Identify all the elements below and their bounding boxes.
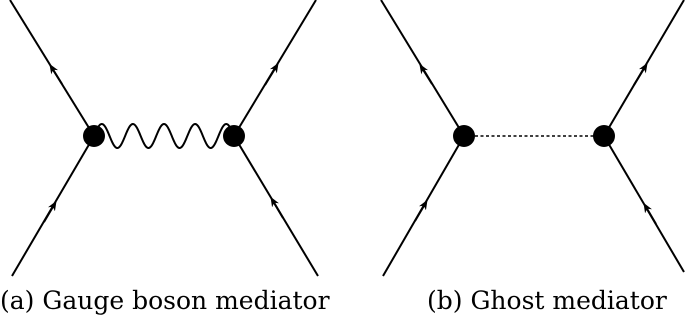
- diagram-b-arrow-upper-right: [633, 62, 648, 86]
- diagram-b-ghost: [380, 0, 685, 277]
- diagram-a-gauge-boson: [9, 0, 319, 277]
- diagram-b-fermion-line-lower-right: [603, 135, 685, 273]
- diagram-b-vertex-left: [453, 125, 475, 147]
- diagram-a-arrow-lower-left: [43, 200, 57, 223]
- caption-b: (b) Ghost mediator: [427, 286, 667, 315]
- diagram-b-arrow-upper-left: [419, 63, 433, 85]
- diagram-b-arrow-lower-right: [643, 202, 657, 225]
- diagram-a-arrow-upper-left: [49, 63, 63, 85]
- caption-a: (a) Gauge boson mediator: [0, 286, 330, 315]
- diagram-a-wavy-propagator: [93, 122, 235, 149]
- diagram-b-arrow-lower-left: [414, 199, 428, 222]
- diagram-a-vertex-left: [83, 125, 105, 147]
- diagram-b-vertex-right: [593, 125, 615, 147]
- diagram-a-arrow-lower-right: [270, 196, 284, 219]
- diagram-a-arrow-upper-right: [264, 62, 279, 86]
- diagram-a-vertex-right: [223, 125, 245, 147]
